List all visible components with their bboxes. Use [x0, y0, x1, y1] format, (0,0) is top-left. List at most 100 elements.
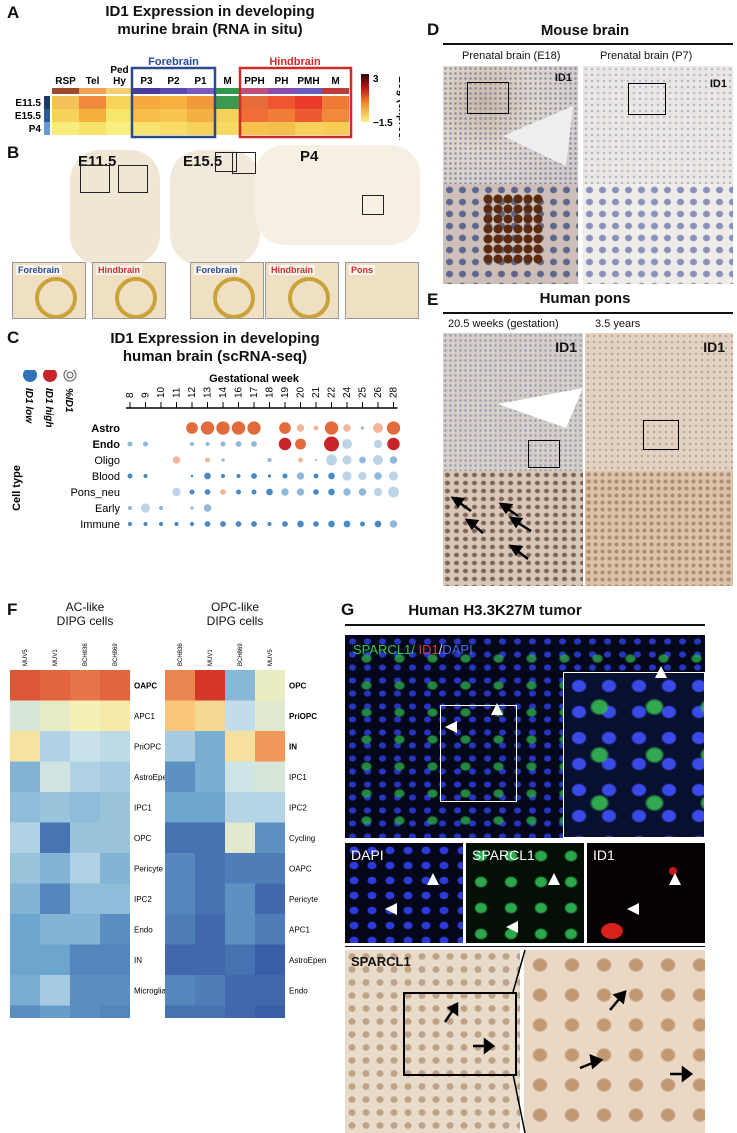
if-legend: SPARCL1/ ID1/DAPI [353, 642, 473, 657]
heatmap-cell [322, 109, 349, 122]
heatmap-row-label: IPC1 [134, 803, 152, 812]
human-3y-zoom [585, 471, 733, 586]
bubble-mark [220, 521, 226, 527]
bubble-mark [203, 504, 212, 512]
heatmap-cell [225, 853, 255, 884]
legend-slash: / [438, 642, 443, 657]
mouse-p7-zoom [583, 184, 733, 284]
bubble-mark [373, 423, 383, 433]
heatmap-cell [40, 853, 70, 884]
heatmap-cell [52, 96, 79, 109]
panel-e-left-caption: 20.5 weeks (gestation) [448, 318, 559, 330]
inset-label: Forebrain [194, 265, 240, 275]
bubble-mark [313, 521, 319, 527]
legend-low: ID1 low [23, 388, 34, 424]
heatmap-col-label: Tel [86, 76, 100, 87]
heatmap-cell [255, 883, 285, 914]
region-inset: Forebrain [12, 262, 86, 319]
heatmap-cell [195, 822, 225, 853]
heatmap-row-label: Microglia [289, 1017, 322, 1018]
x-tick-label: 16 [234, 386, 245, 398]
human-20w-zoom [443, 471, 583, 586]
heatmap-cell [40, 883, 70, 914]
x-tick-label: 22 [327, 386, 338, 398]
heatmap-col-label: BCH869 [113, 643, 119, 666]
heatmap-cell [100, 883, 130, 914]
zoom-box [643, 420, 679, 450]
legend-sparcl1: SPARCL1/ [353, 642, 419, 657]
if-id1-channel: ID1 [587, 843, 705, 943]
bubble-mark [342, 455, 352, 465]
inset-label: Hindbrain [96, 265, 142, 275]
heatmap-cell [255, 792, 285, 823]
marker-label: ID1 [709, 78, 727, 90]
heatmap-col-label: MUV5 [268, 649, 274, 666]
y-axis-title: Cell type [11, 465, 23, 511]
bubble-mark [343, 424, 351, 432]
x-tick-label: 17 [249, 386, 260, 398]
bubble-mark [205, 441, 210, 447]
heatmap-row-label: OAPC [289, 864, 312, 873]
panel-f-left-title-2: DIPG cells [56, 614, 114, 628]
bubble-mark [359, 456, 366, 464]
heatmap-cell [225, 700, 255, 731]
bubble-mark [296, 424, 305, 432]
heatmap-cell [165, 944, 195, 975]
bubble-mark [205, 457, 210, 463]
heatmap-row-label: IPC2 [134, 895, 152, 904]
heatmap-row-label: P4 [29, 124, 42, 135]
bubble-mark [172, 487, 181, 497]
legend-high-swatch [43, 370, 57, 382]
bubble-mark [326, 454, 337, 466]
heatmap-cell [241, 96, 268, 109]
heatmap-cell [195, 944, 225, 975]
bubble-mark [200, 421, 215, 435]
heatmap-cell [100, 731, 130, 762]
bubble-mark [251, 441, 257, 447]
heatmap-cell [165, 761, 195, 792]
col-annotation-bar [160, 88, 187, 94]
bubble-mark [174, 521, 179, 527]
arrowheads [627, 873, 681, 915]
if-arrowheads [445, 666, 667, 733]
bubble-mark [221, 458, 225, 462]
heatmap-cell [10, 670, 40, 701]
stain-ring [115, 277, 157, 318]
y-tick-label: Immune [80, 519, 120, 531]
heatmap-cell [100, 1005, 130, 1018]
ihc-label: SPARCL1 [351, 954, 411, 969]
x-tick-label: 18 [265, 386, 276, 398]
heatmap-col-label: PMH [297, 76, 319, 87]
heatmap-cell [10, 700, 40, 731]
heatmap-row-label: APC1 [289, 925, 310, 934]
heatmap-cell [10, 975, 40, 1006]
heatmap-cell [10, 761, 40, 792]
heatmap-cell [70, 944, 100, 975]
x-tick-label: 21 [311, 386, 322, 398]
heatmap-cell [10, 853, 40, 884]
bubble-mark [267, 474, 272, 478]
panel-f-right-title-2: DIPG cells [206, 614, 264, 628]
bubble-mark [235, 521, 242, 527]
bubble-mark [313, 473, 319, 479]
heatmap-cell [255, 822, 285, 853]
heatmap-cell [40, 1005, 70, 1018]
hindbrain-box [238, 66, 353, 139]
bubble-mark [386, 421, 401, 435]
heatmap-cell [241, 122, 268, 135]
panel-d-rule [443, 43, 733, 45]
x-tick-label: 8 [125, 392, 136, 398]
heatmap-cell [160, 109, 187, 122]
arrowheads [506, 873, 560, 933]
sparcl1-signal [466, 843, 584, 943]
heatmap-col-label: RSP [55, 76, 76, 87]
bubble-mark [236, 473, 241, 479]
panel-f-right-title: OPC-like DIPG cells [160, 600, 310, 628]
heatmap-cell [79, 96, 106, 109]
heatmap-col-label: BCH836 [83, 643, 89, 666]
heatmap-cell [214, 122, 241, 135]
heatmap-cell [160, 96, 187, 109]
bubble-mark [251, 473, 257, 479]
